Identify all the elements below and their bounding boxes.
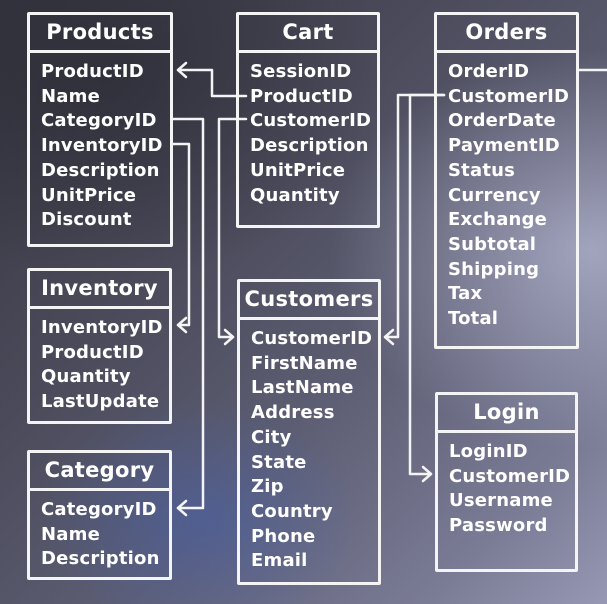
orders-field-paymentid: PaymentID xyxy=(448,135,560,157)
orders-field-shipping: Shipping xyxy=(448,258,540,280)
cart-table-header: Cart xyxy=(239,15,377,53)
customers-field-zip: Zip xyxy=(251,476,284,498)
customers-field-city: City xyxy=(251,426,292,448)
cart-field-description: Description xyxy=(250,135,369,157)
orders-field-orderdate: OrderDate xyxy=(448,110,556,132)
cart-field-customerid: CustomerID xyxy=(250,110,372,132)
customers-field-email: Email xyxy=(251,550,308,572)
inventory-table-header: Inventory xyxy=(30,271,169,309)
login-field-password: Password xyxy=(449,515,548,537)
cart-field-quantity: Quantity xyxy=(250,184,340,206)
category-field-name: Name xyxy=(41,523,100,545)
products-table-header: Products xyxy=(30,15,170,53)
customers-field-address: Address xyxy=(251,402,335,424)
arrowhead-inventory-inventoryid xyxy=(176,316,188,334)
arrowhead-login-customerid xyxy=(421,465,433,483)
orders-field-exchange: Exchange xyxy=(448,209,548,231)
arrowhead-customers-customerid-right xyxy=(383,328,395,346)
arrowhead-category-categoryid xyxy=(176,499,188,517)
customers-field-firstname: FirstName xyxy=(251,352,358,374)
customers-field-state: State xyxy=(251,451,307,473)
inventory-field-inventoryid: InventoryID xyxy=(41,317,163,338)
orders-field-status: Status xyxy=(448,159,516,181)
login-field-customerid: CustomerID xyxy=(449,465,571,487)
customers-field-country: Country xyxy=(251,500,333,522)
inventory-field-productid: ProductID xyxy=(41,341,144,363)
products-field-unitprice: UnitPrice xyxy=(41,184,137,206)
category-field-categoryid: CategoryID xyxy=(41,499,157,520)
customers-table-header: Customers xyxy=(240,282,378,320)
customers-field-lastname: LastName xyxy=(251,377,354,399)
inventory-field-lastupdate: LastUpdate xyxy=(41,391,160,413)
products-field-inventoryid: InventoryID xyxy=(41,135,163,157)
login-field-username: Username xyxy=(449,490,553,512)
orders-field-tax: Tax xyxy=(448,283,483,305)
orders-field-currency: Currency xyxy=(448,184,541,206)
customers-field-phone: Phone xyxy=(251,525,316,547)
cart-field-productid: ProductID xyxy=(250,85,353,107)
inventory-field-quantity: Quantity xyxy=(41,366,131,388)
products-field-description: Description xyxy=(41,159,160,181)
connector-products-inventoryid-to-inventory-inventoryid xyxy=(171,142,191,327)
products-field-categoryid: CategoryID xyxy=(41,110,157,132)
orders-field-orderid: OrderID xyxy=(448,61,530,82)
customers-field-customerid: CustomerID xyxy=(251,328,373,349)
cart-table: Cart SessionID ProductID CustomerID Descrip… xyxy=(236,12,380,228)
products-field-productid: ProductID xyxy=(41,61,144,82)
cart-field-unitprice: UnitPrice xyxy=(250,159,346,181)
cart-field-sessionid: SessionID xyxy=(250,61,352,82)
arrowhead-customers-customerid-left xyxy=(223,328,235,346)
arrowhead-products-productid xyxy=(176,61,188,79)
orders-table-header: Orders xyxy=(437,15,576,53)
login-table-header: Login xyxy=(438,395,575,433)
category-table-header: Category xyxy=(30,453,169,491)
orders-field-customerid: CustomerID xyxy=(448,85,570,107)
category-field-description: Description xyxy=(41,548,160,570)
orders-field-total: Total xyxy=(448,308,499,330)
products-field-discount: Discount xyxy=(41,209,132,231)
login-field-loginid: LoginID xyxy=(449,441,528,462)
connector-products-categoryid-to-category-categoryid xyxy=(171,117,205,510)
products-field-name: Name xyxy=(41,85,100,107)
orders-field-subtotal: Subtotal xyxy=(448,233,537,255)
